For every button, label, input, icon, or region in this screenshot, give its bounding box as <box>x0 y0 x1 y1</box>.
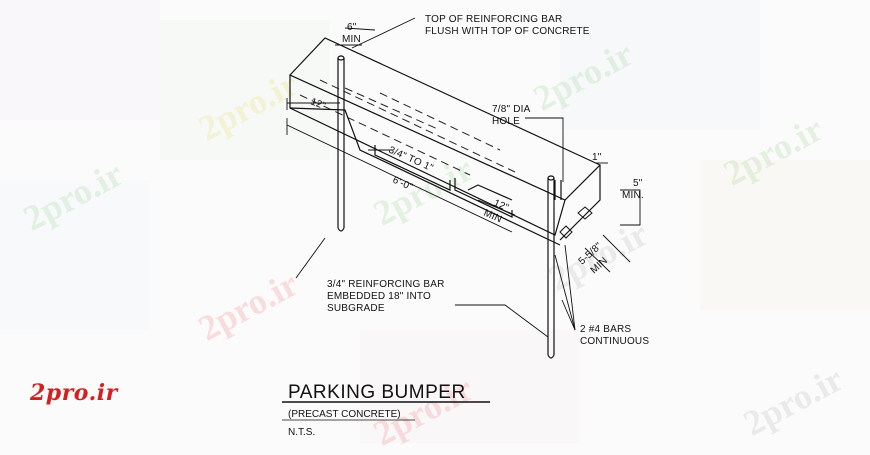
background-tile <box>0 0 160 120</box>
dim-6-ft: 6'-0" <box>391 175 415 194</box>
bumper-outline <box>288 37 602 246</box>
dim-6-min-label: MIN <box>342 34 361 45</box>
parking-bumper-detail: 6" MIN TOP OF REINFORCING BAR FLUSH WITH… <box>282 14 649 438</box>
site-logo: 2pro.ir <box>30 380 118 406</box>
note-rebar-3: SUBGRADE <box>327 303 385 314</box>
drawing-subtitle: (PRECAST CONCRETE) <box>288 409 401 420</box>
note-top-bar: TOP OF REINFORCING BAR <box>425 14 562 25</box>
note-rebar-2: EMBEDDED 18" INTO <box>327 291 431 302</box>
drawing-title: PARKING BUMPER <box>288 382 466 403</box>
bar-ends <box>547 206 593 250</box>
note-hole: 7/8" DIA <box>492 104 531 115</box>
background-tile <box>700 160 870 310</box>
dim-5: 5" <box>633 178 643 189</box>
background-tile <box>560 0 760 130</box>
dim-5-label: MIN. <box>622 190 644 201</box>
background-tile <box>0 180 150 330</box>
note-bars-2: CONTINUOUS <box>580 336 649 347</box>
reinforcing-bars <box>337 55 562 359</box>
background-tile <box>360 330 580 443</box>
scale-note: N.T.S. <box>288 427 315 438</box>
background-tile <box>160 20 330 160</box>
note-top-bar-2: FLUSH WITH TOP OF CONCRETE <box>425 26 590 37</box>
dimension-lines <box>286 17 641 338</box>
dim-3-4-to-1: 3/4" TO 1" <box>387 145 435 175</box>
dim-12: 12" <box>309 96 327 112</box>
note-rebar: 3/4" REINFORCING BAR <box>327 279 445 290</box>
note-hole-2: HOLE <box>492 116 520 127</box>
dim-1: 1" <box>592 152 602 163</box>
dim-6-min: 6" <box>347 22 357 33</box>
note-bars: 2 #4 BARS <box>580 324 631 335</box>
hidden-lines <box>299 79 516 176</box>
